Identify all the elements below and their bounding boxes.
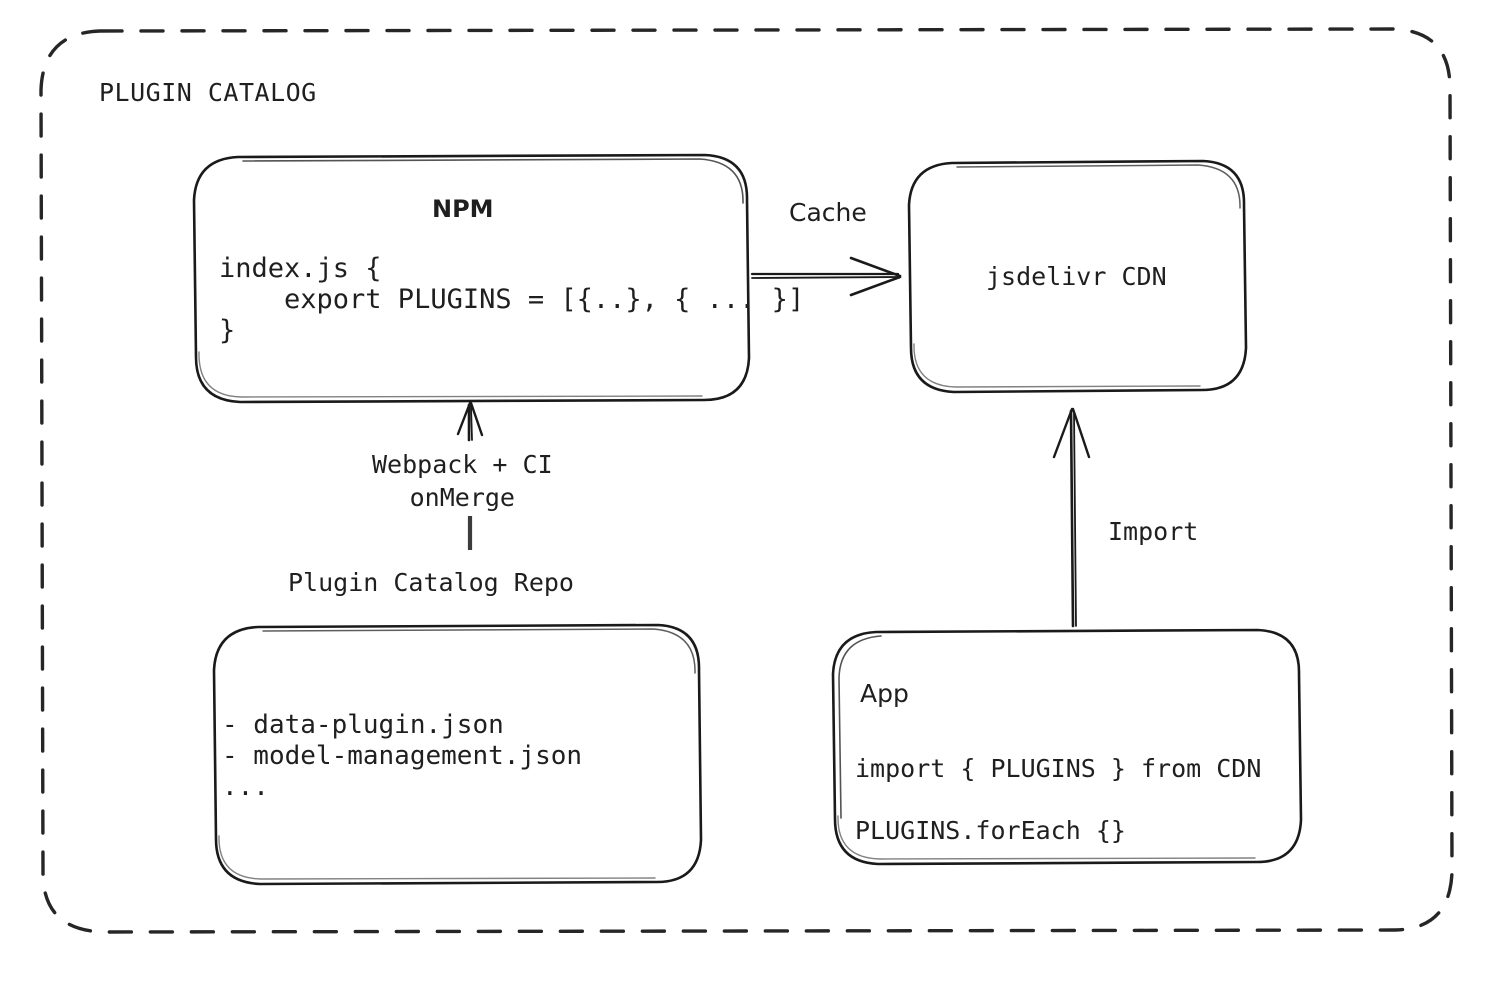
cdn-node-title: jsdelivr CDN (986, 262, 1167, 291)
cache-edge-label: Cache (789, 198, 867, 227)
npm-node-title: NPM (432, 195, 494, 223)
plugin-catalog-title: PLUGIN CATALOG (99, 78, 317, 107)
app-node-code: import { PLUGINS } from CDN PLUGINS.forE… (855, 754, 1262, 845)
import-edge-label: Import (1108, 517, 1199, 546)
import-edge-arrow (1052, 407, 1091, 628)
app-node-title: App (860, 679, 909, 708)
build-edge-label: Webpack + CI onMerge (372, 450, 553, 512)
repo-node-items: - data-plugin.json - model-management.js… (222, 710, 583, 802)
repo-node-caption: Plugin Catalog Repo (288, 568, 574, 597)
npm-node-code: index.js { export PLUGINS = [{..}, { ...… (219, 253, 805, 346)
